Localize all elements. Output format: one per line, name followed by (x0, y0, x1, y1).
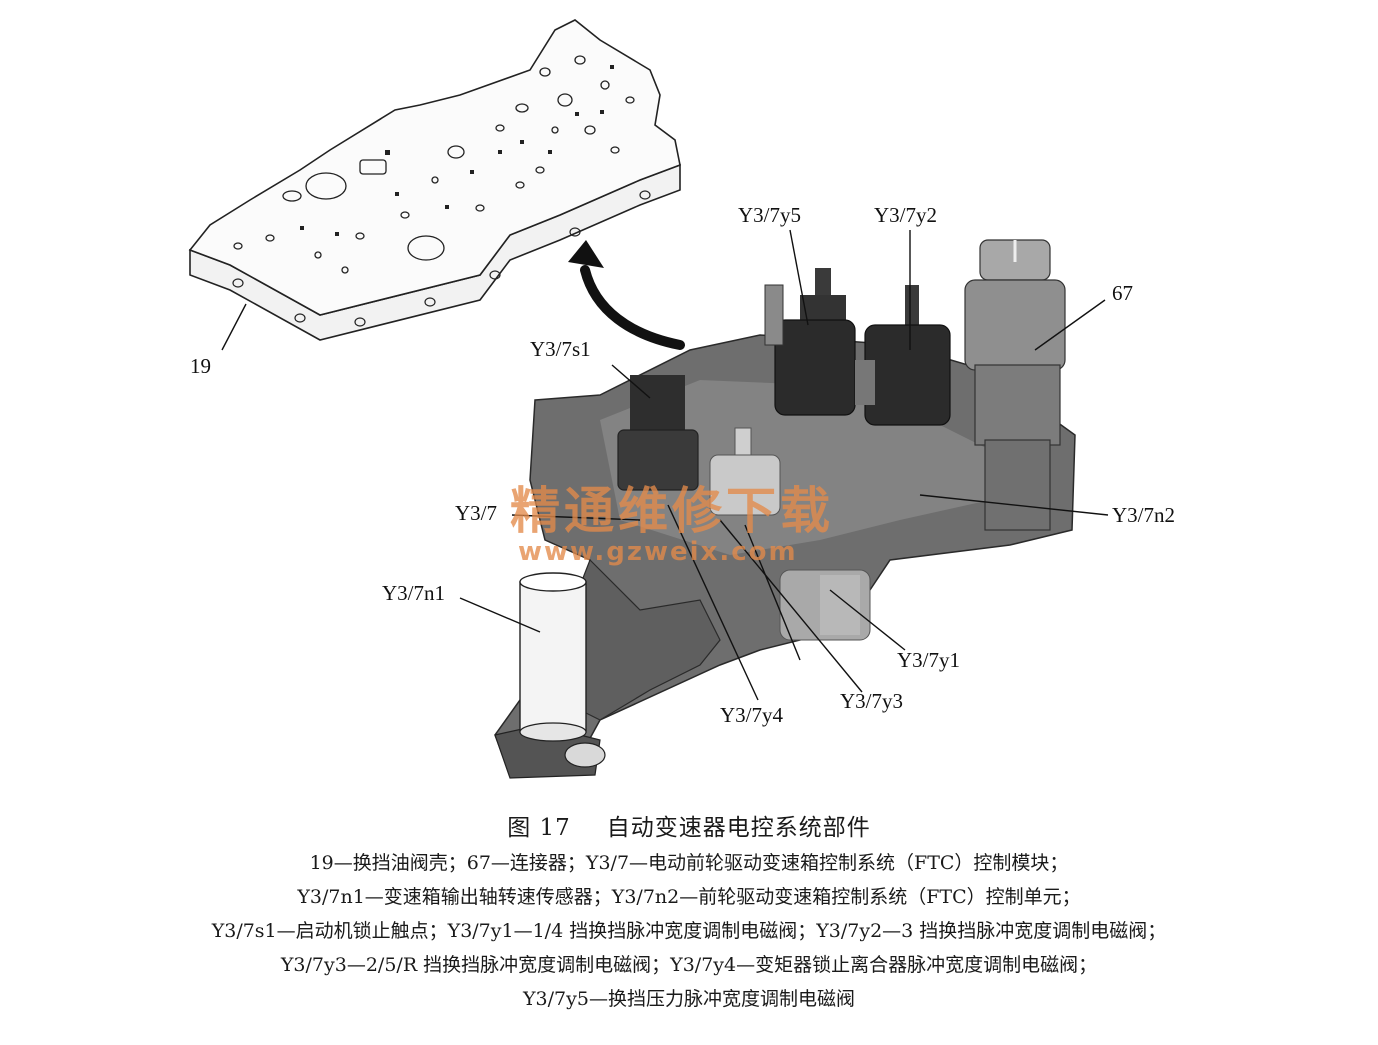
figure-legend: 19—换挡油阀壳；67—连接器；Y3/7—电动前轮驱动变速箱控制系统（FTC）控… (0, 846, 1378, 1016)
leader-lines (221, 229, 1109, 701)
figure-illustration: 19 Y3/7y5 Y3/7y2 67 Y3/7s1 Y3/7 Y3/7n2 Y… (188, 19, 1175, 779)
legend-line: Y3/7y5—换挡压力脉冲宽度调制电磁阀 (523, 988, 855, 1010)
label-67: 67 (1112, 281, 1133, 305)
label-y3-7: Y3/7 (455, 501, 497, 525)
label-y3-7n1: Y3/7n1 (382, 581, 445, 605)
label-y3-7y2: Y3/7y2 (874, 203, 937, 227)
callout-labels: 19 Y3/7y5 Y3/7y2 67 Y3/7s1 Y3/7 Y3/7n2 Y… (190, 203, 1175, 727)
label-y3-7y1: Y3/7y1 (897, 648, 960, 672)
curved-arrow (568, 240, 685, 350)
control-unit-assembly (494, 239, 1076, 779)
watermark-text: 精通维修下载 (510, 482, 834, 540)
label-y3-7y5: Y3/7y5 (738, 203, 801, 227)
label-19: 19 (190, 354, 211, 378)
watermark: 精通维修下载 www.gzweix.com (510, 482, 834, 567)
legend-line: Y3/7n1—变速箱输出轴转速传感器；Y3/7n2—前轮驱动变速箱控制系统（FT… (297, 886, 1081, 908)
label-y3-7y3: Y3/7y3 (840, 689, 903, 713)
watermark-url: www.gzweix.com (518, 537, 798, 567)
figure-number: 图 17 (507, 815, 571, 841)
valve-body-plate (188, 19, 681, 341)
legend-line: Y3/7y3—2/5/R 挡换挡脉冲宽度调制电磁阀；Y3/7y4—变矩器锁止离合… (280, 954, 1098, 976)
label-y3-7y4: Y3/7y4 (720, 703, 784, 727)
label-y3-7s1: Y3/7s1 (530, 337, 591, 361)
figure-title: 自动变速器电控系统部件 (606, 815, 871, 841)
legend-line: 19—换挡油阀壳；67—连接器；Y3/7—电动前轮驱动变速箱控制系统（FTC）控… (309, 852, 1069, 874)
label-y3-7n2: Y3/7n2 (1112, 503, 1175, 527)
figure-caption: 图 17 自动变速器电控系统部件 (0, 808, 1378, 842)
legend-line: Y3/7s1—启动机锁止触点；Y3/7y1—1/4 挡换挡脉冲宽度调制电磁阀；Y… (211, 920, 1167, 942)
